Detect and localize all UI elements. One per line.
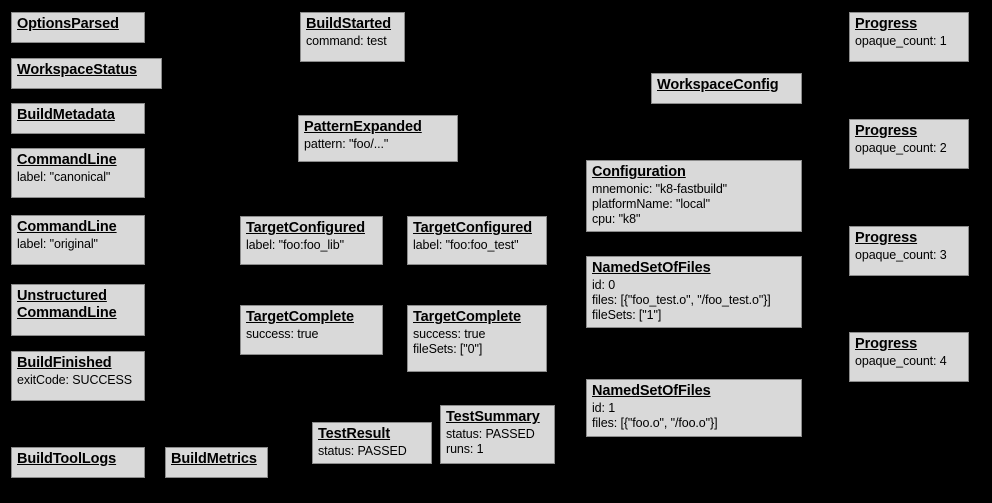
node-title: CommandLine (17, 219, 117, 235)
node-field: status: PASSED (318, 444, 407, 459)
node-title: Progress (855, 336, 918, 352)
node-field: files: [{"foo.o", "/foo.o"}] (592, 415, 718, 430)
node-build-metadata[interactable]: BuildMetadata (11, 103, 145, 134)
node-workspace-config[interactable]: WorkspaceConfig (651, 73, 802, 104)
node-field: mnemonic: "k8-fastbuild" (592, 182, 728, 197)
node-progress-4[interactable]: Progress opaque_count: 4 (849, 332, 969, 382)
node-options-parsed[interactable]: OptionsParsed (11, 12, 145, 43)
node-title: WorkspaceConfig (657, 77, 779, 93)
node-title: TestResult (318, 426, 391, 442)
node-title: BuildFinished (17, 355, 112, 371)
node-build-tool-logs[interactable]: BuildToolLogs (11, 447, 145, 478)
node-build-finished[interactable]: BuildFinished exitCode: SUCCESS (11, 351, 145, 401)
node-title: BuildMetadata (17, 107, 115, 123)
node-field: fileSets: ["0"] (413, 341, 483, 356)
node-title: WorkspaceStatus (17, 62, 137, 78)
node-pattern-expanded[interactable]: PatternExpanded pattern: "foo/..." (298, 115, 458, 162)
node-title: Configuration (592, 164, 686, 180)
node-title: Unstructured CommandLine (17, 288, 117, 322)
node-field: runs: 1 (446, 441, 484, 456)
node-progress-3[interactable]: Progress opaque_count: 3 (849, 226, 969, 276)
node-field: pattern: "foo/..." (304, 137, 389, 152)
node-unstructured-command-line[interactable]: Unstructured CommandLine (11, 284, 145, 336)
node-configuration[interactable]: Configuration mnemonic: "k8-fastbuild"pla… (586, 160, 802, 232)
node-title: BuildToolLogs (17, 451, 117, 467)
node-target-configured-foo-lib[interactable]: TargetConfigured label: "foo:foo_lib" (240, 216, 383, 265)
node-title: TargetConfigured (413, 220, 532, 236)
node-field: label: "foo:foo_test" (413, 238, 519, 253)
node-field: cpu: "k8" (592, 211, 641, 226)
node-title: Progress (855, 16, 918, 32)
node-field: fileSets: ["1"] (592, 307, 662, 322)
node-field: id: 1 (592, 401, 616, 416)
node-command-line-canonical[interactable]: CommandLine label: "canonical" (11, 148, 145, 198)
node-title: TargetComplete (246, 309, 354, 325)
node-title: PatternExpanded (304, 119, 422, 135)
node-title: Progress (855, 123, 918, 139)
node-title: TestSummary (446, 409, 540, 425)
node-progress-1[interactable]: Progress opaque_count: 1 (849, 12, 969, 62)
node-field: opaque_count: 2 (855, 141, 947, 156)
node-field: label: "canonical" (17, 170, 111, 185)
node-field: platformName: "local" (592, 196, 710, 211)
node-title: CommandLine (17, 152, 117, 168)
node-workspace-status[interactable]: WorkspaceStatus (11, 58, 162, 89)
node-title: TargetComplete (413, 309, 521, 325)
node-field: command: test (306, 34, 387, 49)
node-field: exitCode: SUCCESS (17, 373, 133, 388)
node-progress-2[interactable]: Progress opaque_count: 2 (849, 119, 969, 169)
node-title: TargetConfigured (246, 220, 365, 236)
node-field: opaque_count: 1 (855, 34, 947, 49)
node-field: opaque_count: 4 (855, 354, 947, 369)
node-field: opaque_count: 3 (855, 248, 947, 263)
node-target-complete-lib[interactable]: TargetComplete success: true (240, 305, 383, 355)
node-field: id: 0 (592, 278, 616, 293)
node-field: files: [{"foo_test.o", "/foo_test.o"}] (592, 292, 771, 307)
node-title: NamedSetOfFiles (592, 260, 711, 276)
node-field: success: true (246, 327, 319, 342)
node-test-result[interactable]: TestResult status: PASSED (312, 422, 432, 464)
node-field: label: "foo:foo_lib" (246, 238, 344, 253)
node-title: BuildMetrics (171, 451, 257, 467)
node-field: label: "original" (17, 237, 98, 252)
node-field: status: PASSED (446, 427, 535, 442)
node-title: BuildStarted (306, 16, 392, 32)
node-build-metrics[interactable]: BuildMetrics (165, 447, 268, 478)
node-title: NamedSetOfFiles (592, 383, 711, 399)
node-target-configured-foo-test[interactable]: TargetConfigured label: "foo:foo_test" (407, 216, 547, 265)
node-command-line-original[interactable]: CommandLine label: "original" (11, 215, 145, 265)
node-field: success: true (413, 327, 486, 342)
node-title: OptionsParsed (17, 16, 119, 32)
node-build-started[interactable]: BuildStarted command: test (300, 12, 405, 62)
node-title: Progress (855, 230, 918, 246)
